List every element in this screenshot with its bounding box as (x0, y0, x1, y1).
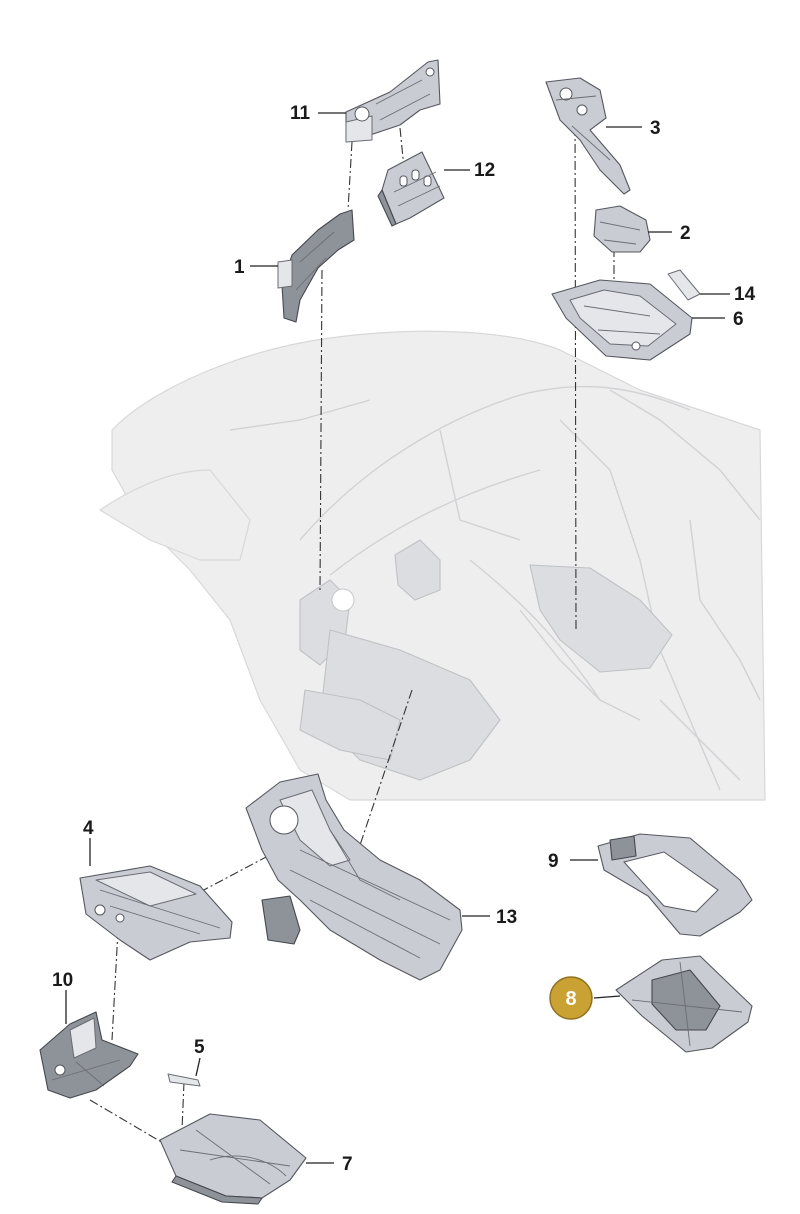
highlight-badge (549, 976, 593, 1020)
callout-14[interactable]: 14 (734, 284, 756, 305)
part-7-floor-plate[interactable] (159, 1113, 307, 1205)
vehicle-body-ghost (99, 330, 766, 801)
callout-13[interactable]: 13 (496, 907, 517, 928)
callout-5[interactable]: 5 (194, 1037, 205, 1058)
part-6-tray[interactable] (551, 279, 693, 361)
part-5-strip[interactable] (167, 1073, 201, 1087)
part-10-bracket[interactable] (39, 1011, 139, 1099)
part-14-strip[interactable] (667, 269, 701, 301)
part-13-floor-section[interactable] (245, 773, 463, 981)
part-4-panel[interactable] (79, 865, 233, 961)
callout-labels: 11 12 1 3 2 14 6 4 13 9 10 5 7 (52, 103, 756, 1175)
highlighted-callout-8[interactable]: 8 (549, 976, 593, 1020)
callout-2[interactable]: 2 (680, 223, 691, 244)
callout-10[interactable]: 10 (52, 970, 73, 991)
callout-8: 8 (565, 988, 576, 1010)
callout-7[interactable]: 7 (342, 1154, 353, 1175)
callout-9[interactable]: 9 (548, 851, 559, 872)
part-11-bracket[interactable] (345, 59, 441, 143)
callout-1[interactable]: 1 (234, 257, 245, 278)
leader-lines (65, 112, 730, 1164)
part-1-reinforcement[interactable] (277, 209, 355, 323)
part-3-bracket[interactable] (545, 77, 631, 195)
callout-6[interactable]: 6 (733, 309, 744, 330)
callout-12[interactable]: 12 (474, 160, 495, 181)
part-2-bracket[interactable] (593, 205, 651, 253)
assembly-guide-lines (89, 109, 615, 1151)
part-12-plate[interactable] (377, 151, 445, 227)
callout-11[interactable]: 11 (290, 103, 311, 124)
callout-3[interactable]: 3 (650, 118, 661, 139)
callout-4[interactable]: 4 (83, 818, 94, 839)
part-9-frame[interactable] (597, 833, 753, 937)
part-8-tub[interactable] (615, 955, 753, 1053)
